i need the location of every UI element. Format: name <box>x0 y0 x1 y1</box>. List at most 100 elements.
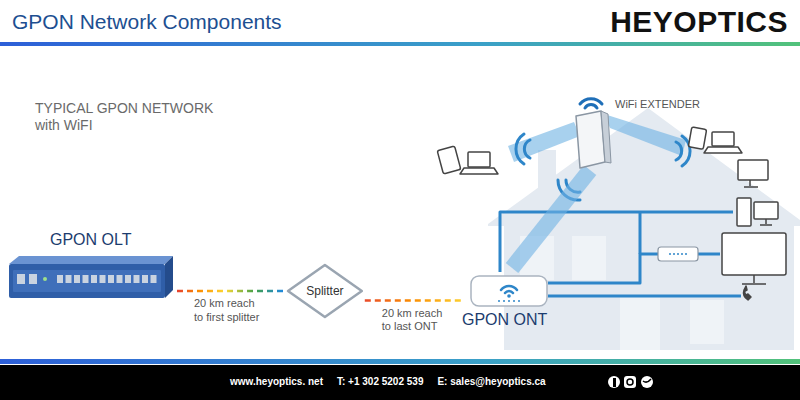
device-part <box>501 286 517 290</box>
switch-box-part <box>685 253 687 255</box>
wifi-beams-part <box>604 114 686 156</box>
device-part <box>505 291 513 293</box>
fiber-link <box>177 290 285 293</box>
footer-band-part <box>643 379 651 382</box>
device-part <box>507 294 511 298</box>
house-outline-part <box>690 300 724 344</box>
switch-box <box>658 247 698 261</box>
client-devices-part <box>688 127 706 149</box>
device-part <box>100 275 106 283</box>
fiber-link <box>365 299 462 302</box>
footer-band <box>0 359 800 400</box>
house-outline-part <box>572 236 606 280</box>
device-part <box>108 275 114 283</box>
ont-body <box>470 268 550 308</box>
device-part <box>165 256 173 298</box>
footer-band-part <box>0 365 800 400</box>
wifi-waves-part <box>524 140 530 158</box>
client-devices-part <box>744 180 758 187</box>
device-part <box>601 111 611 163</box>
reach-label: 20 km reach to first splitter <box>192 297 265 325</box>
footer-band-part <box>0 359 800 364</box>
client-devices-part <box>760 219 772 225</box>
device-part <box>508 300 510 302</box>
client-devices-part <box>754 202 778 219</box>
wifi-waves-part <box>516 134 524 164</box>
client-devices-part <box>738 160 768 180</box>
diagram-heading: TYPICAL GPON NETWORK with WiFI <box>35 100 233 134</box>
footer-band-part <box>613 378 616 387</box>
footer-band-part <box>627 379 633 385</box>
device-part <box>57 275 63 283</box>
device-part <box>9 264 165 298</box>
ont-device: GPON ONT <box>462 268 552 333</box>
device-part <box>503 300 505 302</box>
footer-band-part <box>624 376 636 388</box>
device-part <box>9 256 173 264</box>
house-outline-part <box>620 296 660 350</box>
wifi-extender: WiFi EXTENDER <box>568 92 704 170</box>
wifi-link <box>512 170 590 268</box>
ethernet-wires-part <box>548 254 658 283</box>
client-devices-part <box>704 147 742 153</box>
device-part <box>471 276 547 306</box>
device-part <box>288 265 362 317</box>
device-part <box>91 275 97 283</box>
switch-box-part <box>669 253 671 255</box>
client-devices <box>437 127 786 300</box>
device-part <box>66 275 72 283</box>
device-part <box>585 105 597 108</box>
switch-box-part <box>681 253 683 255</box>
wifi-waves-part <box>676 142 682 160</box>
client-devices-part <box>737 198 751 226</box>
device-part <box>498 300 500 302</box>
brand-logo: HEYOPTICS <box>610 4 788 40</box>
house-outline-part <box>538 150 556 200</box>
header-band <box>0 0 800 46</box>
switch-box-part <box>677 253 679 255</box>
client-devices-part <box>712 132 734 146</box>
olt-device: GPON OLT <box>5 230 177 302</box>
client-devices-part <box>722 233 786 275</box>
device-part <box>134 275 140 283</box>
footer-band-part <box>641 376 653 388</box>
footer-band-part <box>608 376 620 388</box>
device-part <box>83 275 89 283</box>
device-part <box>576 111 605 168</box>
client-devices-part <box>460 168 498 174</box>
device-part <box>17 274 25 284</box>
node-label: GPON OLT <box>50 230 132 249</box>
footer-email: E: sales@heyoptics.ca <box>437 376 545 388</box>
device-part <box>513 300 515 302</box>
footer-phone: T: +1 302 5202 539 <box>337 376 423 388</box>
node-label: Splitter <box>306 284 343 298</box>
device-part <box>29 274 37 284</box>
device-part <box>125 275 131 283</box>
switch-box-part <box>673 253 675 255</box>
reach-label: 20 km reach to last ONT <box>380 307 453 335</box>
switch-box-part <box>658 247 698 261</box>
header-band-part <box>0 0 800 42</box>
extender-body <box>568 92 612 170</box>
device-part <box>142 275 148 283</box>
splitter-diamond: Splitter <box>285 262 365 320</box>
device-part <box>74 275 80 283</box>
device-part <box>43 277 47 281</box>
page-title: GPON Network Components <box>12 9 282 34</box>
node-label: GPON ONT <box>462 310 547 329</box>
client-devices-part <box>437 146 461 174</box>
client-devices-part <box>744 286 752 300</box>
device-part <box>151 275 157 283</box>
ethernet-wires-part <box>548 295 741 298</box>
device-part <box>13 270 161 292</box>
client-devices-part <box>742 275 766 284</box>
house-outline-part <box>488 108 800 226</box>
client-devices-part <box>468 152 490 167</box>
olt-chassis <box>5 254 175 302</box>
device-part <box>117 275 123 283</box>
device-part <box>518 300 520 302</box>
